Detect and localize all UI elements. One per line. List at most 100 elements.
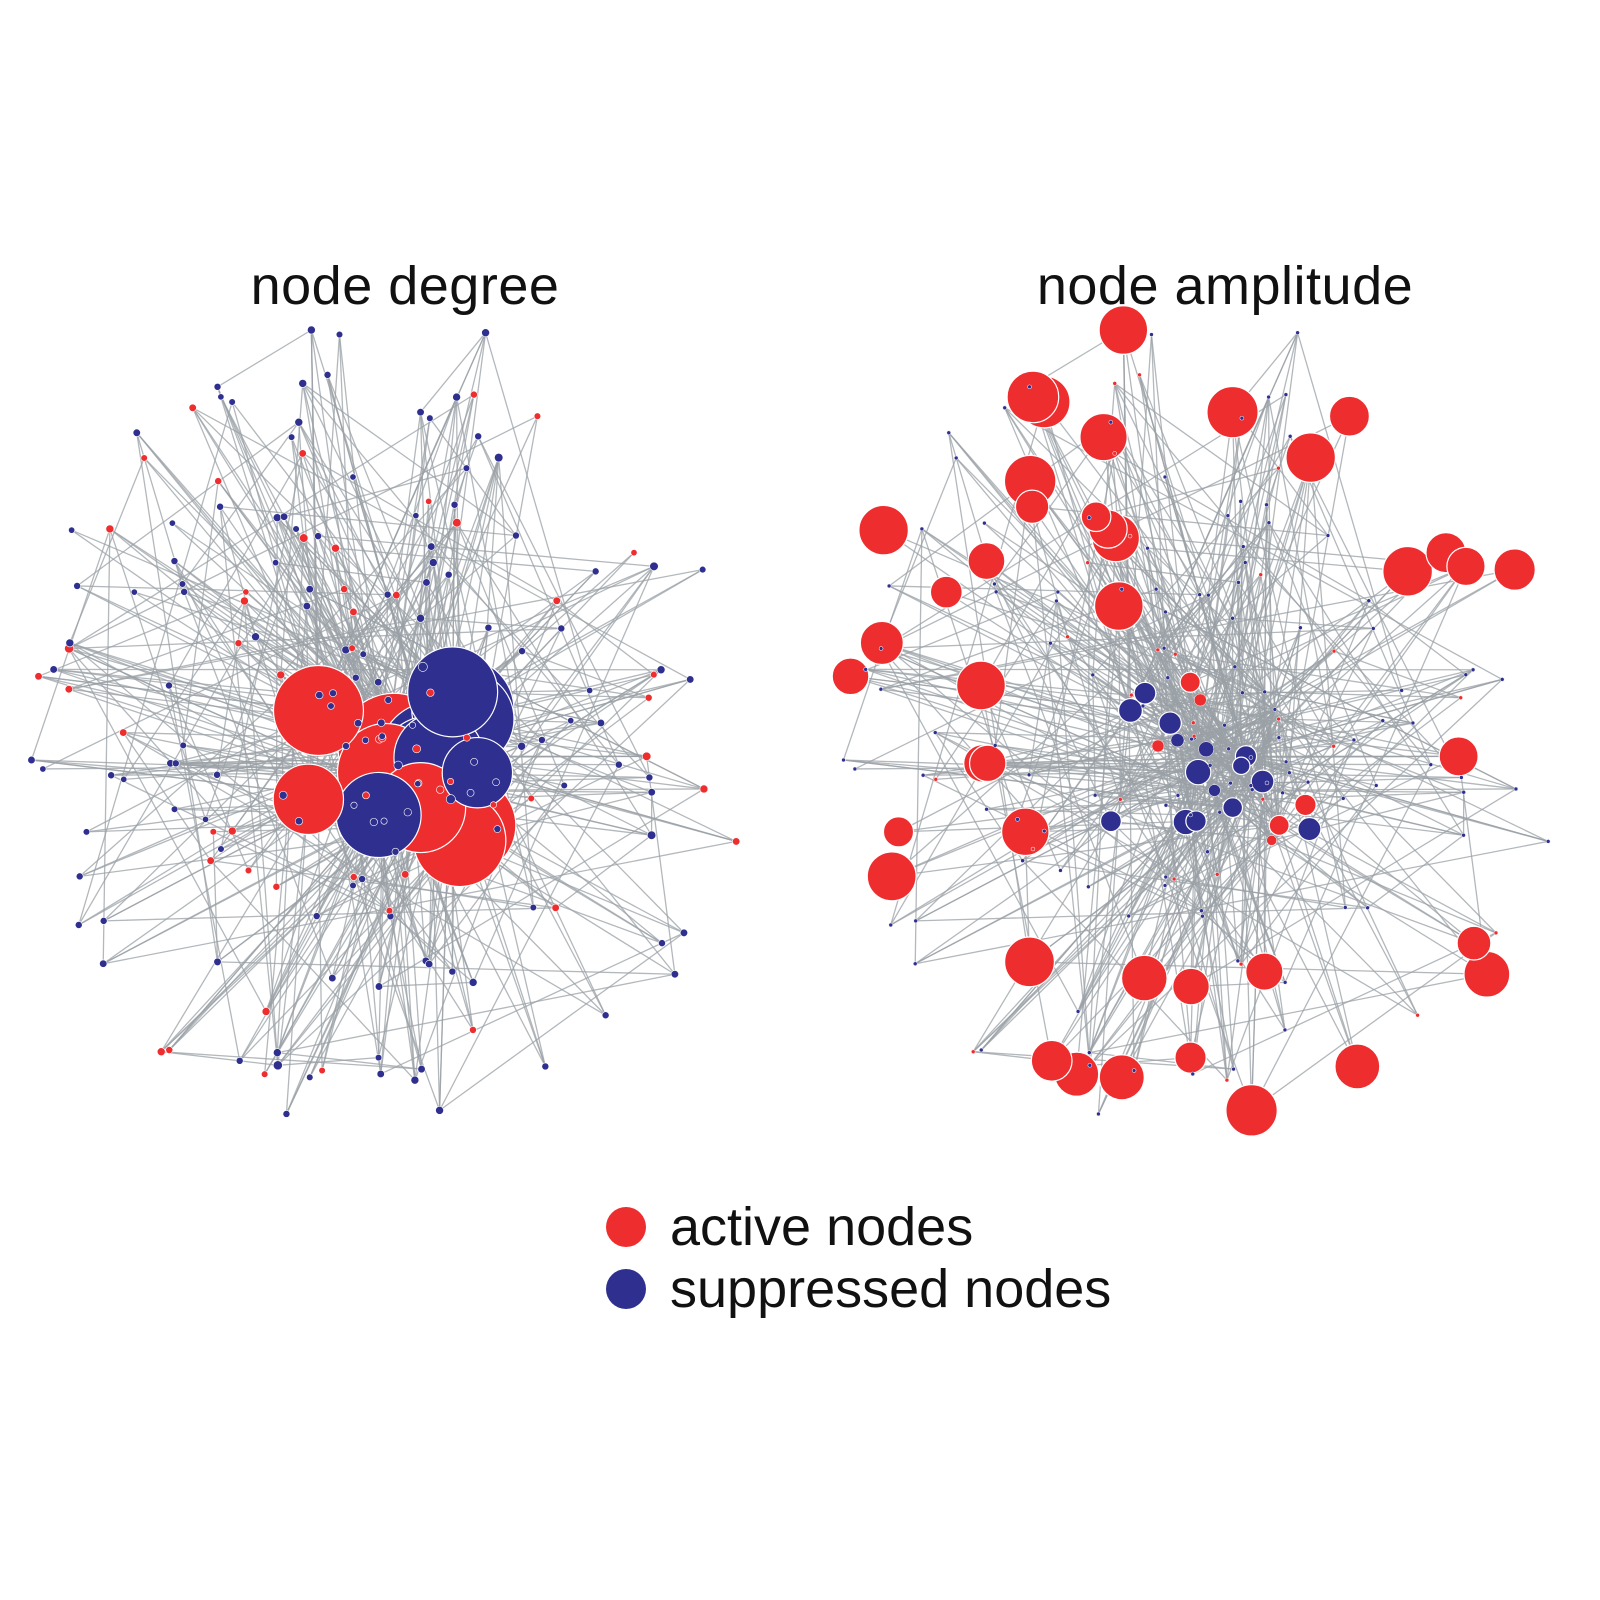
active-node — [463, 733, 471, 742]
active-node — [1214, 872, 1220, 877]
active-node — [272, 882, 281, 891]
suppressed-node — [1262, 689, 1267, 695]
active-node — [214, 477, 223, 485]
suppressed-node — [407, 646, 499, 738]
suppressed-node — [235, 1056, 244, 1065]
network-edge — [1193, 669, 1474, 737]
suppressed-node — [649, 561, 659, 571]
network-edge — [1267, 396, 1335, 747]
suppressed-node — [202, 815, 209, 823]
suppressed-node — [557, 624, 566, 633]
network-edge — [277, 839, 461, 1066]
suppressed-node — [416, 613, 425, 623]
suppressed-node — [517, 741, 526, 751]
active-node — [858, 504, 909, 556]
network-edge — [1051, 757, 1252, 1062]
network-edge — [1228, 691, 1266, 750]
active-node — [436, 785, 445, 794]
active-node — [331, 543, 340, 553]
suppressed-node — [919, 526, 925, 532]
suppressed-node — [1351, 737, 1357, 743]
suppressed-node — [1205, 849, 1210, 854]
active-node — [533, 412, 542, 420]
network-edge — [239, 814, 380, 1062]
active-node — [244, 866, 253, 875]
network-edge — [1144, 611, 1167, 694]
suppressed-node — [1217, 809, 1222, 815]
suppressed-node — [1222, 797, 1244, 819]
active-node — [1268, 814, 1290, 836]
active-node — [470, 390, 478, 399]
suppressed-node — [425, 960, 434, 969]
suppressed-node — [1163, 803, 1169, 808]
suppressed-node — [107, 771, 115, 780]
network-edge — [1264, 691, 1414, 724]
network-edge — [888, 585, 1207, 750]
suppressed-node — [1096, 1111, 1101, 1117]
active-node — [1493, 548, 1536, 591]
suppressed-node — [541, 1062, 550, 1071]
network-edge — [213, 831, 391, 917]
active-node — [1014, 489, 1050, 524]
suppressed-node — [448, 967, 457, 976]
active-node — [1129, 692, 1134, 698]
suppressed-node — [992, 743, 998, 748]
suppressed-node — [1048, 640, 1053, 646]
suppressed-node — [350, 801, 358, 809]
suppressed-node — [280, 512, 289, 521]
network-edge — [993, 583, 1265, 972]
network-edge — [1089, 678, 1503, 1066]
network-edge — [217, 961, 675, 975]
network-edge — [231, 401, 320, 711]
suppressed-node — [1272, 707, 1278, 712]
suppressed-node — [1087, 1063, 1093, 1068]
suppressed-node — [1295, 330, 1300, 335]
suppressed-node — [1276, 735, 1282, 740]
active-node — [261, 1007, 271, 1016]
network-edge — [1114, 382, 1329, 537]
active-node — [340, 585, 348, 593]
active-node — [385, 907, 394, 915]
active-node — [362, 791, 370, 800]
network-edge — [173, 560, 300, 822]
active-node — [469, 1026, 477, 1034]
network-edge — [298, 820, 453, 973]
suppressed-node — [1042, 828, 1047, 834]
active-node — [1179, 671, 1201, 693]
suppressed-node — [1126, 913, 1131, 919]
network-edge — [1368, 600, 1467, 676]
active-node — [1238, 961, 1244, 967]
suppressed-node — [349, 473, 357, 481]
network-edge — [1234, 666, 1266, 693]
network-edge — [38, 591, 247, 677]
suppressed-node — [1248, 783, 1254, 788]
network-edge — [1157, 394, 1287, 747]
network-edge — [1122, 329, 1228, 1081]
network-edge — [277, 1051, 422, 1070]
suppressed-node — [1225, 513, 1231, 518]
suppressed-node — [984, 807, 989, 812]
network-edge — [1167, 574, 1262, 679]
suppressed-node — [349, 881, 357, 890]
network-edge — [995, 744, 1199, 773]
network-edge — [854, 594, 1209, 770]
network-edge — [898, 709, 1131, 833]
suppressed-node — [1248, 755, 1254, 760]
network-edge — [1310, 457, 1346, 908]
suppressed-node — [165, 681, 173, 690]
active-node — [1446, 546, 1486, 587]
network-edge — [1118, 605, 1199, 773]
network-edge — [1213, 790, 1235, 1070]
active-node — [1174, 1041, 1207, 1074]
active-node — [1224, 1077, 1230, 1083]
network-edge — [182, 481, 219, 746]
network-edge — [1288, 772, 1358, 1067]
network-edge — [1278, 718, 1517, 790]
suppressed-node — [1170, 733, 1185, 748]
suppressed-node — [428, 558, 438, 567]
suppressed-node — [414, 780, 422, 788]
network-edge — [1240, 785, 1252, 965]
network-edge — [1245, 755, 1309, 783]
suppressed-node — [462, 464, 471, 472]
network-edge — [1176, 666, 1236, 741]
